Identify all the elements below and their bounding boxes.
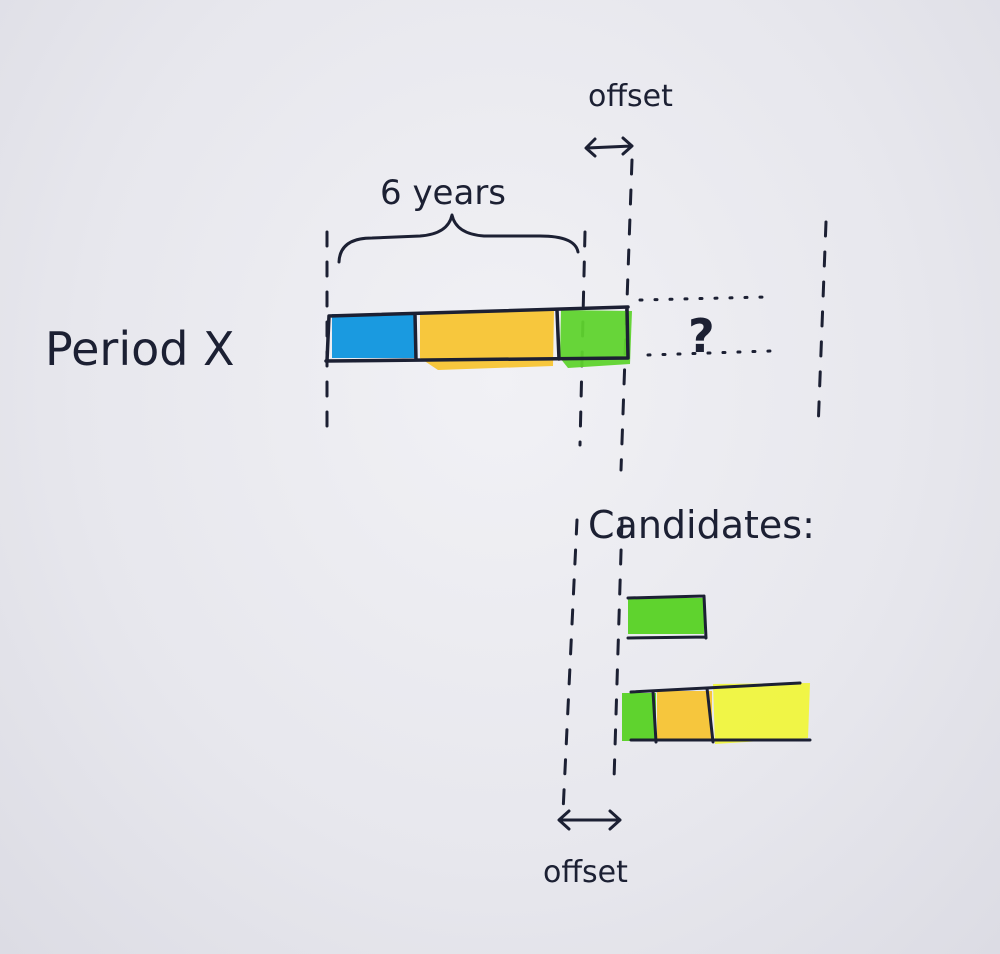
extension-top	[638, 295, 767, 302]
candidate-2-yellow	[713, 683, 810, 744]
offset-label-bottom: offset	[543, 855, 628, 890]
candidate-2-orange	[657, 691, 712, 741]
segment-orange	[420, 310, 554, 370]
period-bar-outline	[324, 305, 630, 363]
offset-arrow-bottom	[557, 809, 622, 831]
extension-bottom	[646, 349, 772, 357]
guide-period-end	[578, 230, 587, 447]
candidates-label: Candidates:	[588, 503, 815, 547]
period-label: Period X	[45, 322, 235, 376]
offset-label-top: offset	[588, 79, 673, 114]
unknown-marker: ?	[688, 309, 715, 363]
brace-6-years	[337, 213, 580, 264]
guide-candidates-left	[561, 518, 579, 814]
segment-blue	[332, 314, 416, 358]
candidate-2-outline	[629, 681, 812, 744]
candidate-2	[622, 681, 812, 744]
offset-arrow-top	[584, 136, 634, 158]
candidate-2-green	[622, 693, 656, 741]
segment-green	[560, 310, 632, 368]
candidate-1-green	[628, 598, 704, 634]
candidate-1-outline	[626, 594, 708, 640]
guide-candidates-right	[612, 518, 624, 782]
candidate-1	[626, 594, 708, 640]
guide-right-bound	[816, 220, 828, 432]
period-bar	[324, 305, 632, 370]
duration-label: 6 years	[380, 173, 506, 213]
